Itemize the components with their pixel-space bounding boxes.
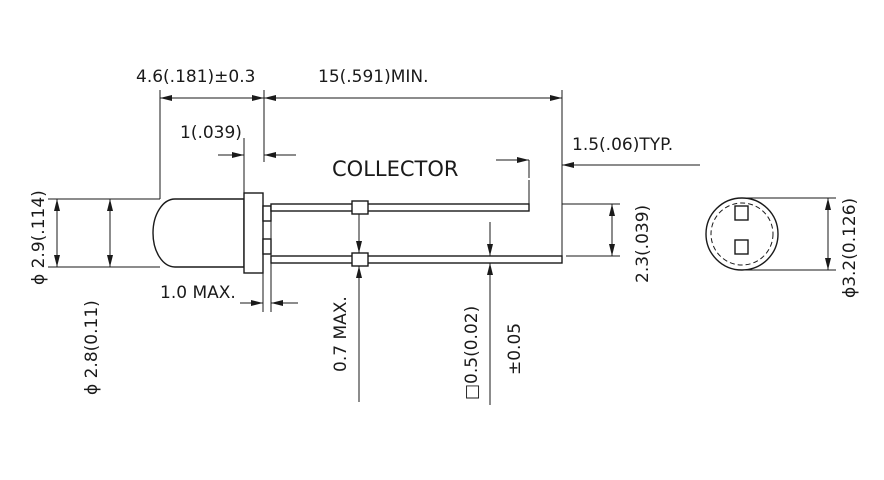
lens-diameter-label: ϕ 2.8(0.11) [82,300,102,395]
collector-label: COLLECTOR [332,157,458,181]
end-view-inner [710,202,774,266]
lens-body [152,198,245,268]
flange [243,192,264,274]
lead-spacing-label: 2.3(.039) [633,205,653,283]
flange-diameter-label: ϕ 2.9(.114) [29,190,49,285]
end-view-lead-top [734,205,749,221]
flange-width-label: 1(.039) [180,123,242,143]
flange-max-label: 1.0 MAX. [160,283,236,303]
left-dimensions: ϕ 2.9(.114) ϕ 2.8(0.11) [29,190,160,395]
lead-end-gap-label: 1.5(.06)TYP. [572,135,673,155]
top-dimensions: 4.6(.181)±0.3 15(.591)MIN. 1(.039) COLLE… [136,67,700,256]
lead-square-label: □0.5(0.02) [462,306,482,400]
lead-spacing-dimension: 2.3(.039) [562,203,653,283]
kink-max-label: 0.7 MAX. [331,296,351,372]
lens-length-label: 4.6(.181)±0.3 [136,67,255,87]
end-diameter-label: ϕ3.2(0.126) [840,198,860,298]
lead-tolerance-label: ±0.05 [505,323,525,375]
end-view-lead-bottom [734,239,749,255]
collar-bottom [262,238,272,255]
side-view [152,192,563,274]
emitter-lead [270,255,563,264]
lead-length-label: 15(.591)MIN. [318,67,429,87]
end-view: ϕ3.2(0.126) [705,197,860,298]
collector-lead [270,203,530,212]
collar-top [262,205,272,222]
bottom-dimensions: 1.0 MAX. 0.7 MAX. □0.5(0.02) ±0.05 [160,214,525,405]
lead-kink-top [351,200,369,215]
lead-kink-bottom [351,252,369,267]
